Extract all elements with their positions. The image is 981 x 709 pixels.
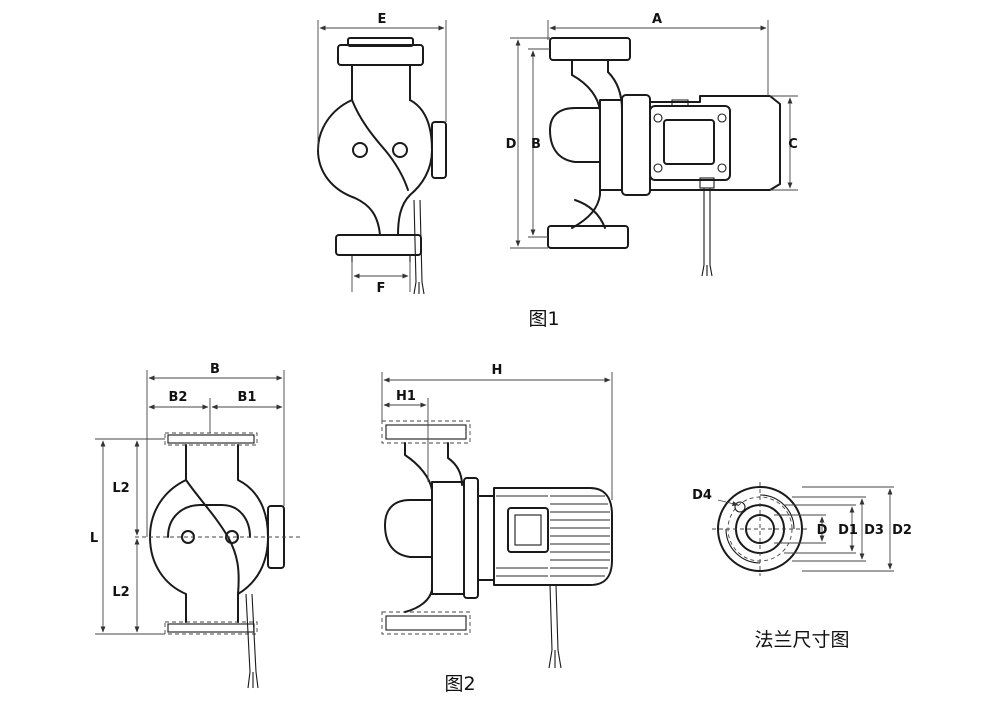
fig1-label-B: B [531,137,541,152]
fig2-label-B2: B2 [169,390,188,405]
flange-label-D4: D4 [692,488,712,503]
fig1-label-F: F [377,281,386,296]
fig1-front-view [317,37,447,295]
fig2-side-dimensions [381,372,613,500]
flange-diagram [712,482,808,576]
fig2-caption: 图2 [444,673,475,695]
fig2-label-B: B [210,362,220,377]
flange-caption: 法兰尺寸图 [754,629,849,651]
flange-label-D: D [817,523,828,538]
flange-label-D1: D1 [838,523,858,538]
fig1-label-A: A [652,12,662,27]
fig2-label-H: H [492,363,503,378]
fig1-side-view [547,37,781,277]
fig2-label-H1: H1 [396,389,416,404]
fig2-label-B1: B1 [238,390,257,405]
flange-dimensions [774,486,894,572]
fig2-side-view [381,420,613,669]
fig1-front-dimensions [317,20,447,292]
flange-label-D3: D3 [864,523,884,538]
fig2-label-L2-top: L2 [112,481,129,496]
fig2-front-dimensions [95,370,285,635]
flange-label-D2: D2 [892,523,912,538]
fig1-side-dimensions [510,20,798,249]
fig1-label-E: E [378,12,387,27]
fig1-label-C: C [788,137,798,152]
fig2-label-L: L [90,531,98,546]
fig1-label-D: D [506,137,517,152]
fig2-label-L2-bottom: L2 [112,585,129,600]
fig1-caption: 图1 [528,308,559,330]
fig2-front-view [135,432,300,689]
